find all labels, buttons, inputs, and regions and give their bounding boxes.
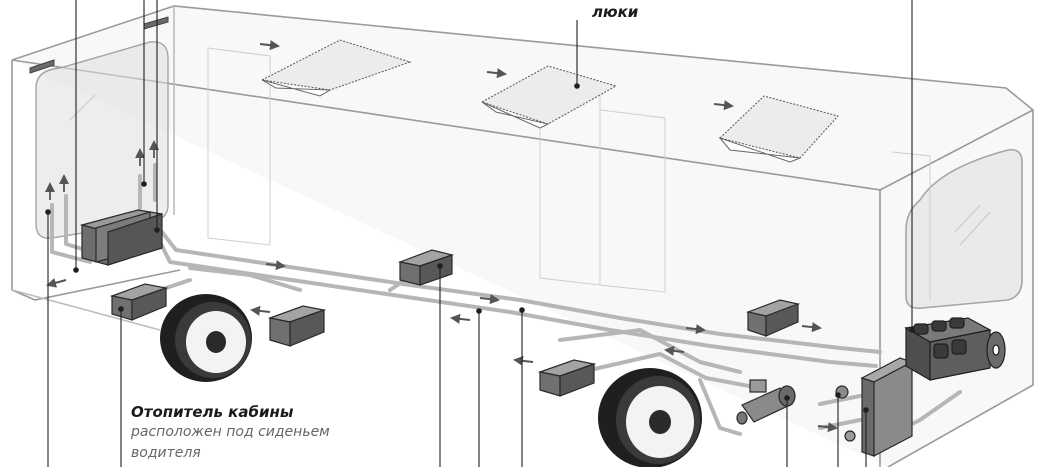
- front-heater-unit: [79, 209, 163, 266]
- cab-heater-desc-line-2: водителя: [131, 445, 201, 461]
- liquid-heater: [860, 357, 914, 457]
- doors: [207, 47, 931, 300]
- roof-flow-arrows: [259, 40, 734, 111]
- cab-heater-callout: Отопитель кабины расположен под сиденьем…: [131, 402, 411, 464]
- roof-hatch-2: [480, 65, 618, 129]
- heater-box-4: [537, 359, 597, 397]
- callout-lines: [47, 0, 913, 467]
- roof-hatch-1: [260, 39, 412, 97]
- rear-wheel: [598, 368, 702, 467]
- defroster-vents: [29, 16, 169, 74]
- defrost-air-arrows: [45, 140, 159, 200]
- cab-heater-desc-line-1: расположен под сиденьем: [131, 424, 330, 440]
- heater-box-2: [267, 305, 327, 347]
- circulation-pump: [736, 379, 796, 425]
- heater-box-3: [397, 249, 455, 286]
- heater-box-driver: [109, 283, 169, 321]
- pipe-flow-arrows: [46, 260, 838, 433]
- hatches-label: люки: [592, 3, 639, 21]
- roof-hatch-3: [718, 95, 839, 163]
- rear-window: [905, 148, 1023, 310]
- cab-heater-title: Отопитель кабины: [131, 403, 294, 421]
- front-wheel: [160, 294, 252, 382]
- engine: [904, 317, 1006, 382]
- callout-dots: [45, 83, 915, 413]
- windshield: [35, 41, 169, 239]
- heater-box-5: [745, 299, 801, 337]
